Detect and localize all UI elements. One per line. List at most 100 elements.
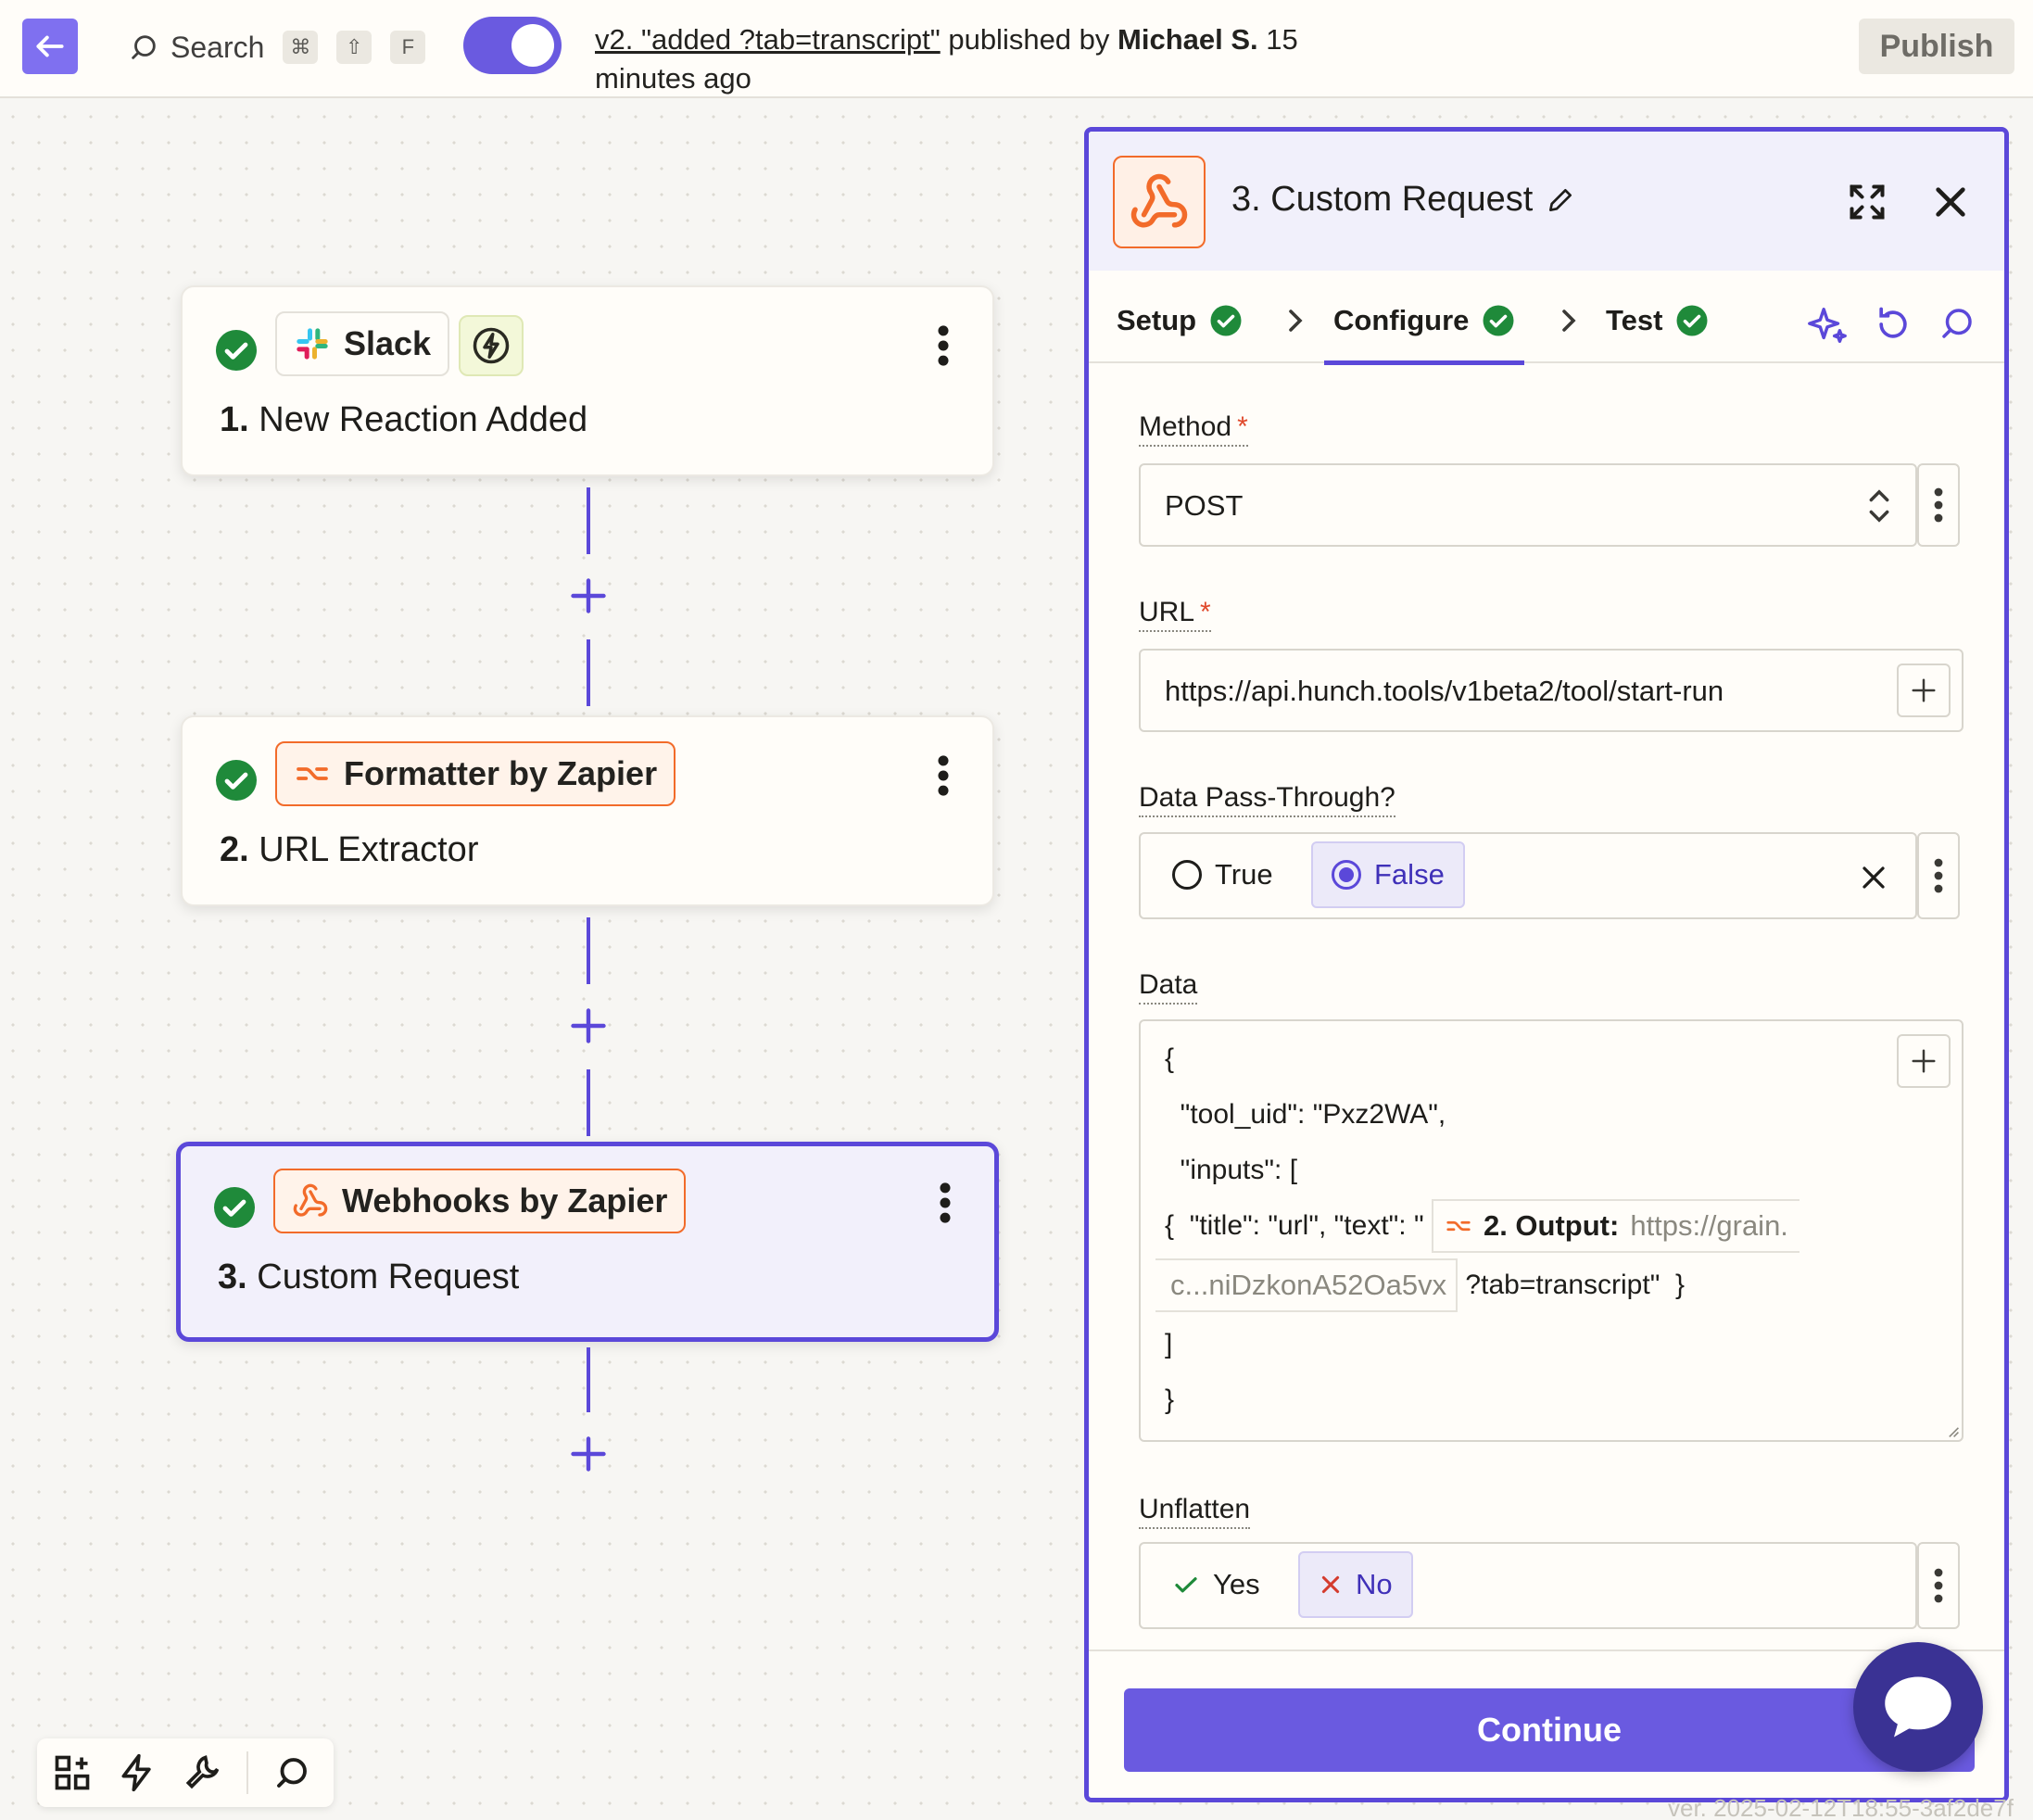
more-vertical-icon [1934, 1568, 1943, 1603]
connector-line [587, 1069, 590, 1136]
app-chip-webhooks[interactable]: Webhooks by Zapier [273, 1169, 687, 1233]
mapped-field-pill-continued[interactable]: c...niDzkonA52Oa5vx [1155, 1258, 1458, 1312]
add-step-button[interactable] [567, 1433, 610, 1475]
url-value: https://api.hunch.tools/v1beta2/tool/sta… [1165, 675, 1724, 707]
method-options-button[interactable] [1917, 463, 1960, 547]
search-button[interactable]: Search ⌘ ⇧ F [128, 24, 426, 70]
tab-test[interactable]: Test [1606, 293, 1709, 348]
resize-handle-icon[interactable] [1945, 1423, 1960, 1438]
step-card-slack[interactable]: Slack 1. New Reaction Added [181, 285, 994, 476]
canvas-toolbar [37, 1738, 334, 1807]
method-label: Method* [1139, 411, 1248, 447]
wrench-icon[interactable] [182, 1752, 222, 1793]
shortcut-key-shift: ⇧ [336, 31, 373, 64]
pass-through-radio-group: True False [1139, 832, 1917, 919]
data-textarea[interactable]: { "tool_uid": "Pxz2WA", "inputs": [ { "t… [1139, 1019, 1964, 1442]
toolbar-divider [246, 1751, 248, 1794]
add-step-button[interactable] [567, 1005, 610, 1047]
unflatten-options-button[interactable] [1917, 1542, 1960, 1629]
back-button[interactable] [22, 19, 78, 74]
panel-header: 3. Custom Request [1089, 132, 2004, 271]
plus-icon [571, 1436, 606, 1472]
unflatten-choice-group: Yes No [1139, 1542, 1917, 1629]
unflatten-label: Unflatten [1139, 1494, 1251, 1529]
formatter-icon [297, 767, 328, 780]
check-circle-icon [216, 760, 257, 801]
slack-logo-icon [297, 328, 328, 360]
pass-through-options-button[interactable] [1917, 832, 1960, 919]
undo-icon[interactable] [1873, 304, 1913, 345]
version-info: v2. "added ?tab=transcript" published by… [595, 20, 1373, 98]
check-circle-icon [1210, 305, 1242, 336]
insert-data-button[interactable] [1897, 1034, 1951, 1088]
required-marker: * [1200, 597, 1211, 627]
app-chip-formatter[interactable]: Formatter by Zapier [275, 741, 676, 806]
plus-icon [571, 578, 606, 613]
x-mark-icon [1321, 1575, 1340, 1594]
required-marker: * [1237, 411, 1248, 442]
radio-true[interactable]: True [1154, 841, 1292, 908]
step-card-formatter[interactable]: Formatter by Zapier 2. URL Extractor [181, 715, 994, 906]
code-line: c...niDzkonA52Oa5vx ?tab=transcript" } [1155, 1258, 1685, 1312]
expand-icon[interactable] [1847, 182, 1888, 222]
radio-false[interactable]: False [1311, 841, 1465, 908]
step-title: 1. New Reaction Added [220, 400, 588, 439]
zap-on-toggle[interactable] [463, 17, 562, 74]
step-title: 3. Custom Request [218, 1258, 520, 1296]
method-select[interactable]: POST [1139, 463, 1917, 547]
more-vertical-icon [1934, 487, 1943, 523]
code-line: { [1165, 1043, 1175, 1074]
search-icon[interactable] [1938, 304, 1976, 343]
data-label: Data [1139, 969, 1198, 1005]
app-chip-label: Formatter by Zapier [344, 754, 658, 792]
shortcut-key-cmd: ⌘ [283, 31, 319, 64]
trigger-badge [459, 315, 524, 376]
step-title: 2. URL Extractor [220, 830, 479, 869]
tab-configure[interactable]: Configure [1323, 293, 1525, 365]
url-label: URL* [1139, 597, 1211, 632]
step-editor-panel: 3. Custom Request Setup Configure Test M… [1084, 127, 2009, 1802]
chat-button[interactable] [1853, 1642, 1983, 1772]
tab-setup[interactable]: Setup [1117, 293, 1243, 348]
pencil-icon[interactable] [1546, 185, 1575, 215]
formatter-icon [1446, 1220, 1471, 1232]
apps-grid-icon[interactable] [52, 1752, 93, 1793]
sparkle-ai-icon[interactable] [1806, 304, 1849, 347]
close-icon[interactable] [1932, 183, 1969, 221]
continue-button[interactable]: Continue [1124, 1688, 1975, 1772]
add-step-button[interactable] [567, 575, 610, 617]
version-author: Michael S. [1118, 23, 1258, 56]
app-chip-slack[interactable]: Slack [275, 311, 450, 376]
check-circle-icon [216, 330, 257, 371]
publish-button[interactable]: Publish [1859, 19, 2014, 74]
plus-icon [1912, 1049, 1936, 1073]
insert-data-button[interactable] [1897, 664, 1951, 717]
chat-bubble-icon [1885, 1676, 1951, 1738]
method-value: POST [1165, 489, 1244, 522]
version-time: 15 minutes ago [595, 23, 1298, 95]
code-line: { "title": "url", "text": " 2. Output: h… [1165, 1199, 1799, 1253]
more-vertical-icon [1934, 858, 1943, 893]
step-card-webhooks[interactable]: Webhooks by Zapier 3. Custom Request [176, 1142, 999, 1342]
webhook-icon [293, 1183, 328, 1217]
plus-icon [1912, 678, 1936, 702]
option-no[interactable]: No [1298, 1551, 1413, 1618]
clear-icon[interactable] [1860, 864, 1888, 891]
search-icon[interactable] [272, 1753, 311, 1792]
radio-circle-selected [1332, 860, 1361, 890]
code-line: ] [1165, 1329, 1173, 1359]
mapped-field-pill[interactable]: 2. Output: https://grain. [1431, 1199, 1799, 1253]
more-vertical-icon[interactable] [939, 1182, 952, 1224]
lightning-icon[interactable] [117, 1752, 158, 1793]
app-chip-label: Webhooks by Zapier [342, 1182, 668, 1220]
webhook-icon [1130, 173, 1188, 228]
chevron-right-icon [1289, 310, 1303, 332]
version-link[interactable]: v2. "added ?tab=transcript" [595, 23, 941, 56]
search-icon [132, 35, 156, 59]
option-yes[interactable]: Yes [1154, 1551, 1279, 1618]
url-input[interactable]: https://api.hunch.tools/v1beta2/tool/sta… [1139, 649, 1964, 732]
more-vertical-icon[interactable] [937, 754, 950, 797]
check-circle-icon [214, 1187, 255, 1228]
more-vertical-icon[interactable] [937, 324, 950, 367]
connector-line [587, 917, 590, 984]
